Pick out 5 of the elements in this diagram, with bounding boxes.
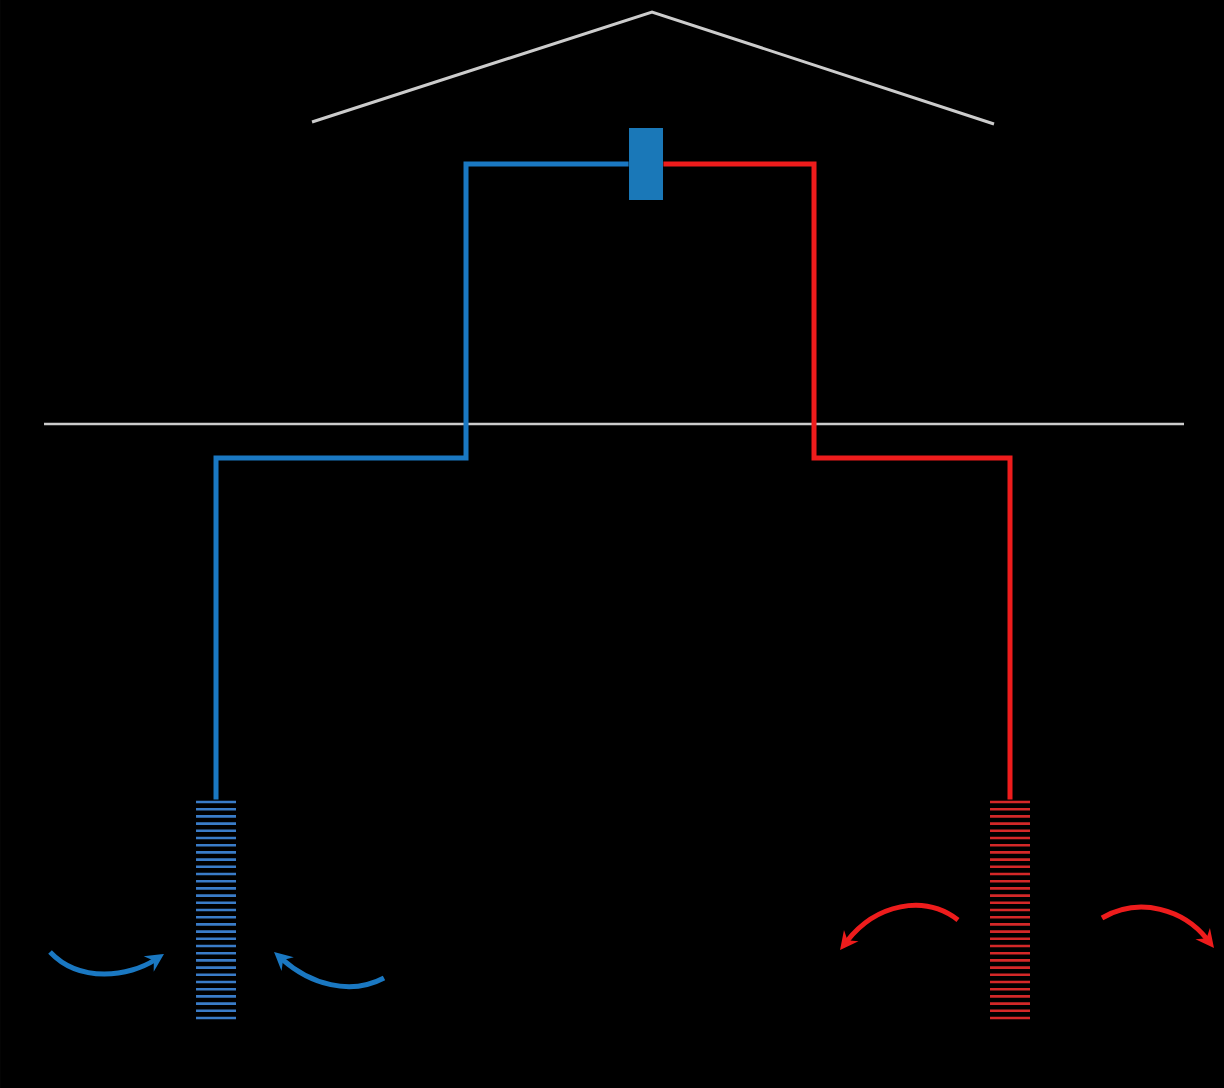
pump-unit — [629, 128, 663, 200]
pipe — [663, 161, 1013, 800]
pipe — [213, 161, 629, 800]
radiator — [196, 800, 236, 1020]
radiator — [990, 800, 1030, 1020]
